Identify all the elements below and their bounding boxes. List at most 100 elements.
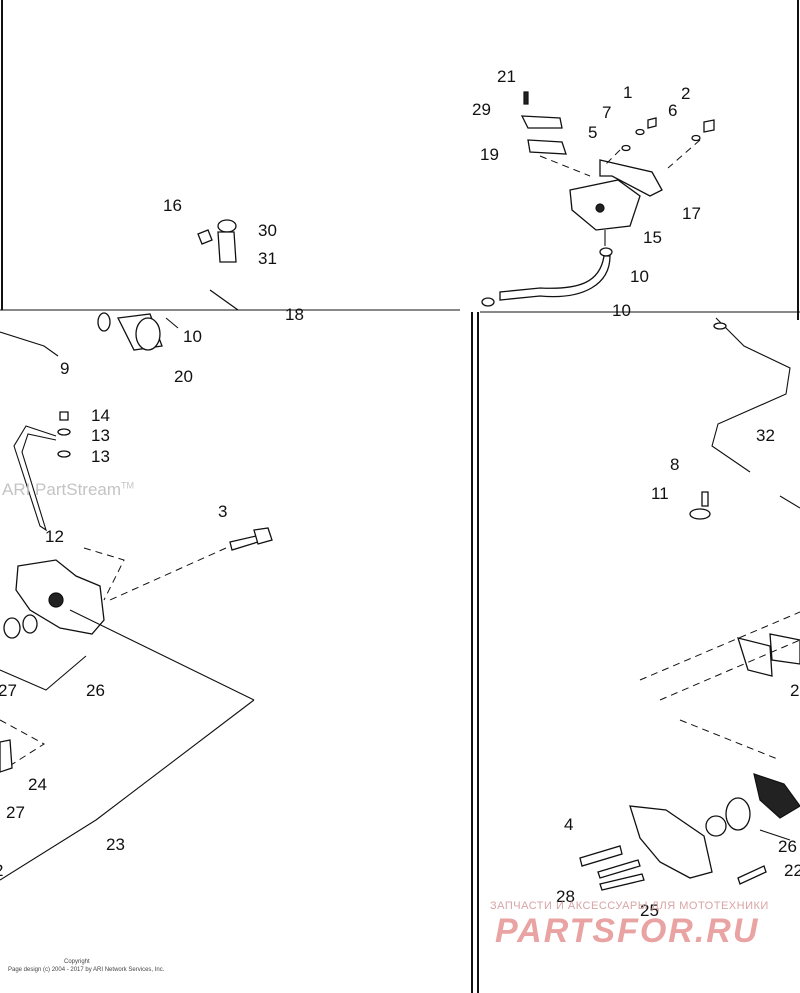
part-19-pad [527, 139, 567, 155]
part-10-clamp-top [599, 247, 613, 257]
callout-28: 28 [556, 887, 575, 906]
callout-2-left: 2 [0, 861, 3, 880]
part-13-washer-a [57, 428, 71, 436]
diagram-divider [471, 312, 479, 993]
leader-19 [539, 155, 591, 177]
part-5-washer [621, 144, 631, 152]
brand-tagline: ЗАПЧАСТИ И АКСЕССУАРЫ ДЛЯ МОТОТЕХНИКИ [490, 900, 769, 912]
part-pin-b [599, 873, 645, 891]
callout-8: 8 [670, 455, 679, 474]
callout-31: 31 [258, 249, 277, 268]
leader-12 [83, 547, 125, 601]
callout-14: 14 [91, 406, 110, 425]
leader-26-right [759, 829, 791, 841]
leader-26 [0, 655, 87, 691]
part-7-washer [635, 128, 645, 136]
part-11-clip [689, 508, 711, 520]
part-pin-a [597, 859, 641, 879]
callout-20: 20 [174, 367, 193, 386]
part-3-bolt [229, 535, 259, 551]
part-20-end [135, 317, 161, 351]
part-15-reservoir [569, 179, 641, 231]
callout-15: 15 [643, 228, 662, 247]
part-pad-right [737, 637, 773, 677]
callout-25: 25 [640, 901, 659, 920]
leader-right-frame [639, 611, 800, 761]
part-29-pad [520, 115, 563, 129]
callout-2-right: 2 [790, 681, 799, 700]
callout-13-b: 13 [91, 447, 110, 466]
watermark: ARI PartStreamTM [2, 480, 134, 500]
callout-10-mid: 10 [612, 301, 631, 320]
copyright-text: Page design (c) 2004 - 2017 by ARI Netwo… [8, 967, 165, 973]
callout-26-right: 26 [778, 837, 797, 856]
callout-16: 16 [163, 196, 182, 215]
part-22-pin [737, 865, 767, 885]
part-31-fitting [217, 231, 237, 263]
callout-26-left: 26 [86, 681, 105, 700]
part-4-bolt [579, 845, 623, 867]
part-piston-right [705, 815, 727, 837]
leader-23 [0, 609, 255, 881]
part-3-head [253, 527, 273, 545]
part-32-line [711, 317, 791, 473]
part-30-nut [217, 219, 237, 233]
callout-30: 30 [258, 221, 277, 240]
leader-24 [0, 719, 45, 773]
callout-19: 19 [480, 145, 499, 164]
copyright-notice: Copyright Page design (c) 2004 - 2017 by… [8, 958, 164, 974]
leader-screws [603, 139, 701, 169]
callout-2: 2 [681, 84, 690, 103]
part-10-clamp-low [481, 297, 495, 307]
part-6-washer [691, 134, 701, 142]
trademark-mark: TM [121, 480, 135, 491]
part-32-tail [779, 495, 800, 509]
leader-10-left [165, 317, 179, 329]
part-oring [97, 312, 111, 332]
diagram-frame-top [1, 0, 799, 320]
callout-10-top: 10 [630, 267, 649, 286]
part-16-bolt [197, 229, 213, 245]
callout-29: 29 [472, 100, 491, 119]
brand-logo: PARTSFOR.RU [495, 912, 760, 950]
part-piston-a [3, 617, 21, 639]
callout-4: 4 [564, 815, 573, 834]
callout-6: 6 [668, 101, 677, 120]
part-13-washer-b [57, 450, 71, 458]
watermark-text: ARI PartStream [2, 480, 122, 499]
callout-11: 11 [651, 484, 669, 503]
part-24-pad [0, 739, 13, 773]
callout-10-left: 10 [183, 327, 202, 346]
callout-12: 12 [45, 527, 64, 546]
callout-27-a: 27 [0, 681, 17, 700]
callout-5: 5 [588, 123, 597, 142]
part-21-pin [523, 91, 529, 105]
callout-21: 21 [497, 67, 516, 86]
part-seal-right [725, 797, 751, 831]
callout-3: 3 [218, 502, 227, 521]
callout-1: 1 [623, 83, 632, 102]
part-17-bracket [599, 159, 663, 197]
callout-22: 22 [784, 861, 800, 880]
part-18-line [209, 289, 239, 311]
part-caliper-right [629, 805, 713, 879]
copyright-title: Copyright [64, 959, 90, 965]
part-piston-b [22, 614, 38, 634]
callout-17: 17 [682, 204, 701, 223]
part-14-bolt [59, 411, 69, 421]
callout-7: 7 [602, 103, 611, 122]
callout-32: 32 [756, 426, 775, 445]
callout-18: 18 [285, 305, 304, 324]
part-shim-right [769, 633, 800, 665]
part-15-port [595, 203, 605, 213]
callout-13-a: 13 [91, 426, 110, 445]
callout-24: 24 [28, 775, 47, 794]
callout-27-b: 27 [6, 803, 25, 822]
callout-9: 9 [60, 359, 69, 378]
part-hose [499, 255, 611, 301]
part-caliper-left-port [48, 592, 64, 608]
part-9-hose [0, 331, 59, 357]
callout-23: 23 [106, 835, 125, 854]
part-8-bolt [701, 491, 709, 507]
